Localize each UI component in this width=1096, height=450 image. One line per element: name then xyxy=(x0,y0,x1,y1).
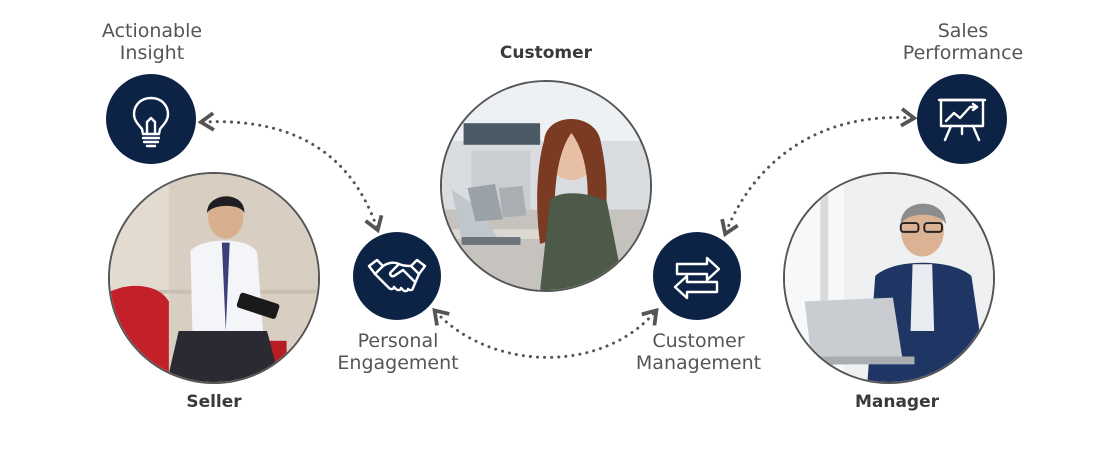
customer-management-node xyxy=(653,232,741,320)
manager-photo xyxy=(783,172,995,384)
sales-performance-line2: Performance xyxy=(902,41,1024,64)
customer-label: Customer xyxy=(499,43,593,63)
personal-engagement-node xyxy=(353,232,441,320)
seller-photo xyxy=(108,172,320,384)
manager-label: Manager xyxy=(854,392,940,412)
seller-label: Seller xyxy=(186,392,242,412)
handshake-icon xyxy=(367,258,427,293)
actionable-insight-line2: Insight xyxy=(119,41,185,64)
connector-insight-engagement xyxy=(197,111,384,234)
connector-engagement-management xyxy=(432,307,659,359)
personal-engagement-line2: Engagement xyxy=(337,351,459,374)
exchange-arrows-icon xyxy=(673,256,721,300)
sales-performance-node xyxy=(917,74,1007,164)
connector-performance-management xyxy=(720,107,918,238)
presentation-chart-icon xyxy=(937,98,987,142)
customer-management-line2: Management xyxy=(635,351,762,374)
actionable-insight-node xyxy=(106,74,196,164)
sales-performance-line1: Sales xyxy=(937,20,989,42)
personal-engagement-line1: Personal xyxy=(357,330,439,352)
customer-photo xyxy=(440,80,652,292)
sales-performance-label: Sales Performance xyxy=(883,20,1043,65)
actionable-insight-line1: Actionable xyxy=(101,20,203,42)
customer-management-label: Customer Management xyxy=(611,330,786,375)
lightbulb-icon xyxy=(132,96,170,148)
actionable-insight-label: Actionable Insight xyxy=(72,20,232,65)
customer-management-line1: Customer xyxy=(652,330,745,352)
personal-engagement-label: Personal Engagement xyxy=(318,330,478,375)
